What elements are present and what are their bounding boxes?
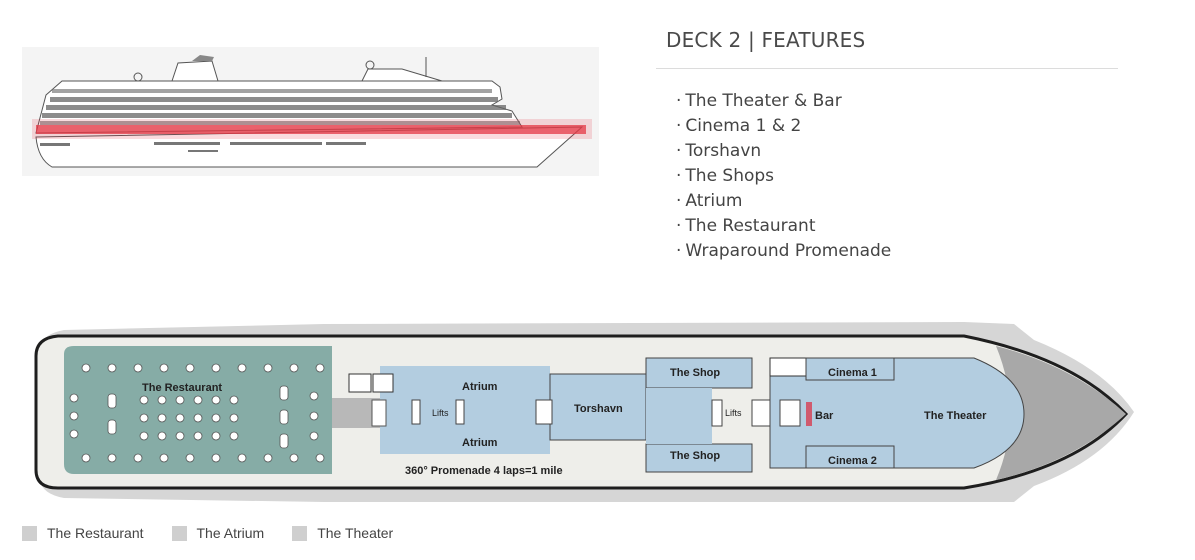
legend-swatch [171, 525, 187, 541]
label-shop-bottom: The Shop [670, 450, 720, 462]
label-shop-top: The Shop [670, 367, 720, 379]
legend-item[interactable]: The Atrium [171, 525, 264, 541]
restaurant-area [64, 346, 332, 474]
legend-item[interactable]: The Restaurant [22, 525, 144, 541]
atrium-area [380, 366, 550, 454]
divider [656, 68, 1118, 69]
legend-item[interactable]: The Theater [292, 525, 393, 541]
legend-swatch [292, 525, 308, 541]
legend: The Restaurant The Atrium The Theater [22, 525, 421, 541]
feature-item: ·Cinema 1 & 2 [676, 116, 802, 136]
label-torshavn: Torshavn [574, 403, 623, 415]
cinema1-area [805, 357, 895, 381]
feature-item: ·Torshavn [676, 141, 762, 161]
shop-top [645, 357, 753, 389]
feature-item: ·Wraparound Promenade [676, 241, 892, 261]
features-title: DECK 2 | FEATURES [666, 28, 866, 52]
bar-marker [806, 402, 812, 426]
label-cinema2: Cinema 2 [828, 455, 877, 467]
label-restaurant: The Restaurant [142, 382, 222, 394]
features-panel: DECK 2 | FEATURES ·The Theater & Bar ·Ci… [656, 28, 1118, 264]
label-lifts-left: Lifts [432, 408, 449, 418]
restaurant-tables [69, 363, 325, 463]
label-atrium-top: Atrium [462, 381, 498, 393]
label-bar: Bar [815, 410, 834, 422]
cinema2-area [805, 445, 895, 469]
ship-profile-drawing [32, 55, 592, 168]
label-lifts-right: Lifts [725, 408, 742, 418]
torshavn-area [549, 373, 647, 441]
feature-item: ·The Shops [676, 166, 775, 186]
theater-area [769, 357, 1025, 469]
deck-plan: The Restaurant Atrium Atrium Lifts Lifts… [24, 318, 1174, 512]
feature-item: ·The Restaurant [676, 216, 816, 236]
feature-item: ·The Theater & Bar [676, 91, 842, 111]
legend-swatch [22, 525, 37, 541]
label-cinema1: Cinema 1 [828, 367, 877, 379]
features-list: ·The Theater & Bar ·Cinema 1 & 2 ·Torsha… [676, 89, 1118, 264]
ship-profile-image [22, 47, 599, 176]
feature-item: ·Atrium [676, 191, 743, 211]
deck-plan-drawing: The Restaurant Atrium Atrium Lifts Lifts… [34, 322, 1134, 502]
shop-bottom [645, 443, 753, 473]
label-atrium-bottom: Atrium [462, 437, 498, 449]
label-theater: The Theater [924, 410, 987, 422]
label-promenade: 360° Promenade 4 laps=1 mile [405, 465, 563, 477]
